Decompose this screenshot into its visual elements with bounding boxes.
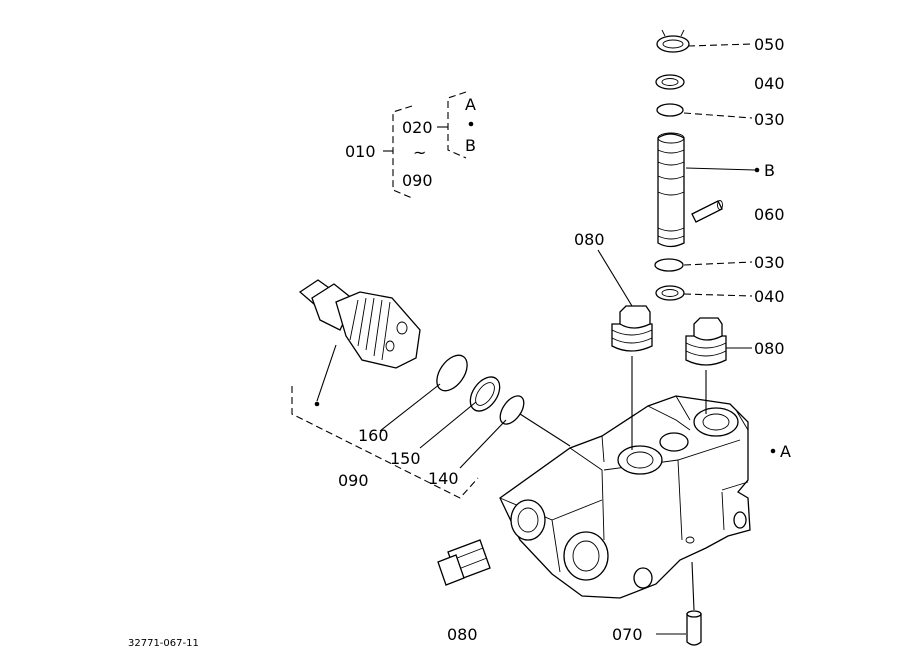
assembly-bracket bbox=[383, 91, 467, 199]
label-090-bottom: 090 bbox=[338, 471, 369, 490]
label-160: 160 bbox=[358, 426, 389, 445]
o-ring-140 bbox=[499, 395, 525, 425]
valve-body bbox=[499, 395, 751, 599]
washer-040-bottom bbox=[655, 285, 685, 301]
label-080-bottom: 080 bbox=[447, 625, 478, 644]
label-040-top: 040 bbox=[754, 74, 785, 93]
spool-b bbox=[657, 132, 685, 248]
label-ref-a-right: A bbox=[780, 442, 791, 461]
label-070: 070 bbox=[612, 625, 643, 644]
label-060: 060 bbox=[754, 205, 785, 224]
o-ring-030-bottom bbox=[654, 258, 684, 272]
snap-ring-050 bbox=[656, 29, 690, 53]
label-150: 150 bbox=[390, 449, 421, 468]
label-tilde: ~ bbox=[413, 143, 426, 162]
plug-080-left bbox=[611, 305, 653, 352]
pin-060 bbox=[691, 200, 723, 223]
backup-ring-150 bbox=[469, 376, 501, 412]
leader-lines bbox=[316, 43, 756, 635]
label-080-right: 080 bbox=[754, 339, 785, 358]
label-030-top: 030 bbox=[754, 110, 785, 129]
label-ref-b-top: B bbox=[465, 136, 476, 155]
label-020: 020 bbox=[402, 118, 433, 137]
label-010: 010 bbox=[345, 142, 376, 161]
label-090-list: 090 bbox=[402, 171, 433, 190]
o-ring-030-top bbox=[656, 103, 684, 117]
label-140: 140 bbox=[428, 469, 459, 488]
label-ref-b-right: B bbox=[764, 161, 775, 180]
label-050: 050 bbox=[754, 35, 785, 54]
drawing-code: 32771-067-11 bbox=[128, 638, 199, 649]
label-030-bottom: 030 bbox=[754, 253, 785, 272]
reference-dots bbox=[314, 121, 776, 454]
label-040-bottom: 040 bbox=[754, 287, 785, 306]
washer-040-top bbox=[655, 74, 685, 90]
o-ring-160 bbox=[436, 354, 468, 392]
label-ref-a-top: A bbox=[465, 95, 476, 114]
plug-080-right bbox=[685, 317, 727, 366]
plug-080-bottom bbox=[437, 539, 491, 586]
subassembly-090-bracket bbox=[291, 386, 479, 499]
dowel-pin-070 bbox=[686, 610, 702, 646]
relief-valve-cartridge bbox=[298, 279, 421, 369]
label-080-top-left: 080 bbox=[574, 230, 605, 249]
